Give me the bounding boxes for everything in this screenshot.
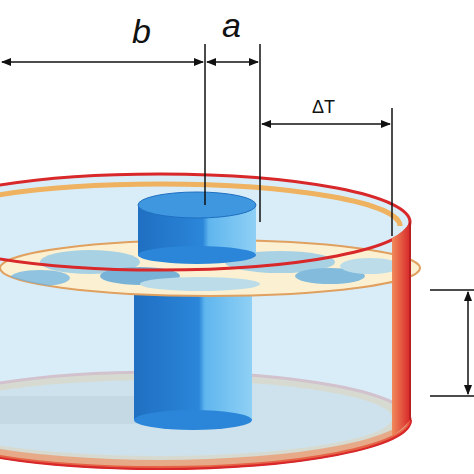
dimension-label: b <box>132 14 151 48</box>
dimension-label: ΔT <box>312 98 335 116</box>
dimension-label: a <box>222 8 241 42</box>
